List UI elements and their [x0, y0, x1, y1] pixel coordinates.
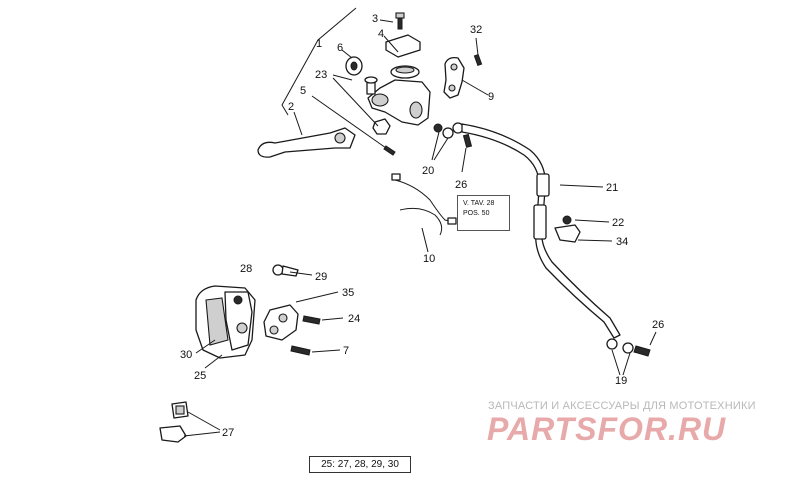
- label-24: 24: [348, 313, 360, 325]
- label-7: 7: [343, 345, 349, 357]
- banjo-washer-1: [433, 123, 443, 133]
- diaphragm-top: [395, 66, 415, 74]
- leader-lines: [183, 19, 657, 437]
- cross-reference-line-1: V. TAV. 28: [463, 200, 495, 207]
- label-34: 34: [616, 236, 628, 248]
- label-4: 4: [378, 28, 384, 40]
- hose-clip: [554, 224, 581, 243]
- bracket-hole-lower: [269, 325, 279, 335]
- label-29: 29: [315, 271, 327, 283]
- bracket-hole-upper: [278, 313, 288, 323]
- cap-screw: [397, 16, 403, 30]
- kit-contents-note: 25: 27, 28, 29, 30: [309, 456, 411, 473]
- label-1: 1: [316, 38, 322, 50]
- label-10: 10: [423, 253, 435, 265]
- pad-friction: [175, 405, 185, 415]
- label-26-top: 26: [455, 179, 467, 191]
- clip-screw: [562, 215, 572, 225]
- label-9: 9: [488, 91, 494, 103]
- switch-wire: [394, 179, 456, 223]
- cap-screw-head: [395, 12, 405, 19]
- cross-reference-line-2: POS. 50: [463, 210, 490, 217]
- hose-sleeve: [533, 204, 547, 240]
- label-28: 28: [240, 263, 252, 275]
- lower-washer-1: [606, 338, 618, 350]
- caliper-bolt-lower: [290, 345, 311, 356]
- banjo-washer-2: [442, 127, 454, 139]
- caliper-bolt-upper: [302, 315, 321, 325]
- label-5: 5: [300, 85, 306, 97]
- cylinder-bore: [371, 93, 389, 107]
- caliper-piston-left: [205, 297, 229, 346]
- bleed-cap: [281, 265, 299, 277]
- watermark-tagline: ЗАПЧАСТИ И АКСЕССУАРЫ ДЛЯ МОТОТЕХНИКИ: [488, 400, 756, 412]
- clamp-hole-upper: [450, 63, 458, 71]
- label-20: 20: [422, 165, 434, 177]
- label-19: 19: [615, 375, 627, 387]
- label-2: 2: [288, 101, 294, 113]
- switch-plug: [447, 217, 457, 225]
- pivot-nut: [372, 118, 391, 135]
- label-35: 35: [342, 287, 354, 299]
- label-27: 27: [222, 427, 234, 439]
- cross-reference-box: V. TAV. 28 POS. 50: [457, 195, 510, 231]
- group-bracket: [281, 7, 357, 116]
- switch-connector: [391, 173, 401, 181]
- reservoir-cap: [385, 34, 421, 58]
- caliper-bleeder: [233, 295, 243, 305]
- lever-pivot: [334, 132, 346, 144]
- label-22: 22: [612, 217, 624, 229]
- label-3: 3: [372, 13, 378, 25]
- brake-lever: [257, 127, 356, 158]
- brake-pad-lower: [159, 425, 187, 443]
- switch-wire-loop: [399, 207, 443, 236]
- hose-grommet: [536, 173, 550, 197]
- label-23: 23: [315, 69, 327, 81]
- clamp-screw: [473, 53, 483, 67]
- watermark-logo: PARTSFOR.RU: [487, 411, 727, 447]
- label-6: 6: [337, 42, 343, 54]
- cylinder-outlet: [409, 101, 423, 119]
- label-21: 21: [606, 182, 618, 194]
- lower-banjo-bolt: [633, 345, 651, 357]
- boot-hole: [350, 61, 358, 71]
- caliper-mount-hole: [236, 322, 248, 334]
- lower-washer-2: [622, 342, 634, 354]
- bleed-screw-top: [462, 133, 473, 148]
- caliper-bracket: [263, 304, 299, 341]
- label-30: 30: [180, 349, 192, 361]
- adjuster-screw: [383, 145, 396, 156]
- label-26-bottom: 26: [652, 319, 664, 331]
- caliper-half: [224, 291, 253, 351]
- label-25: 25: [194, 370, 206, 382]
- pivot-bolt-head: [364, 76, 378, 84]
- label-32: 32: [470, 24, 482, 36]
- clamp-hole-lower: [448, 84, 456, 92]
